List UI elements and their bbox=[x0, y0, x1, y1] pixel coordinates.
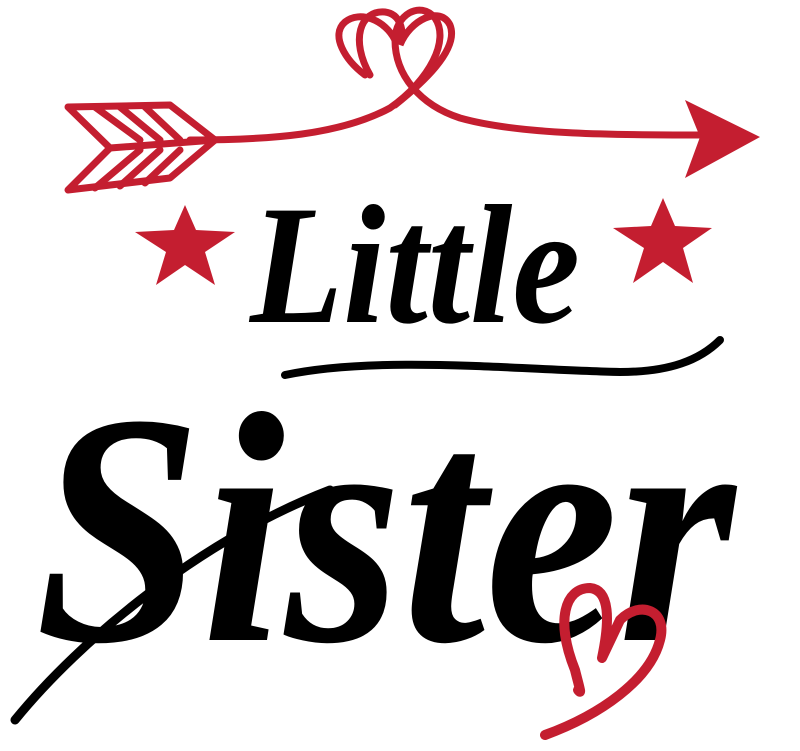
star-icon bbox=[135, 205, 235, 285]
line2-text: Sister bbox=[35, 347, 740, 712]
arrow-head-icon bbox=[685, 100, 760, 178]
star-icon bbox=[613, 198, 712, 283]
line1-text: Little bbox=[248, 171, 580, 359]
arrow-icon bbox=[64, 6, 704, 194]
heart-icon bbox=[540, 583, 667, 740]
tail-swash bbox=[10, 485, 335, 725]
crossbar-swash bbox=[281, 336, 724, 379]
heart-loop-icon bbox=[355, 8, 456, 109]
